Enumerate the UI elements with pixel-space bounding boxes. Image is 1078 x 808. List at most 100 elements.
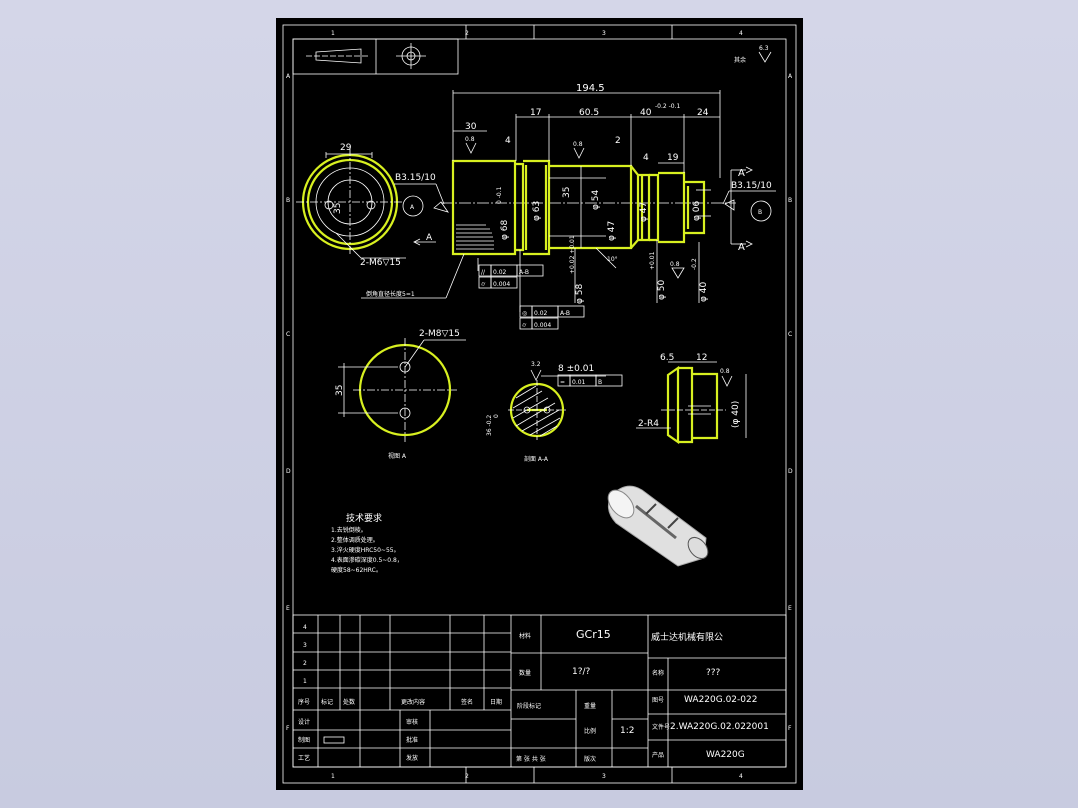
svg-text:0: 0 bbox=[493, 414, 500, 418]
tech-req-item: 1.去锐倒棱。 bbox=[331, 526, 367, 534]
tolerance-datum: B bbox=[598, 379, 602, 386]
tolerance-frame: ⌭0.004 bbox=[478, 276, 518, 289]
end-view-left: 29 35 2-M6▽15 bbox=[296, 143, 406, 268]
svg-text:19: 19 bbox=[667, 153, 679, 163]
svg-text:-0.2 -0.1: -0.2 -0.1 bbox=[655, 103, 681, 110]
view-a-label: 视图 A bbox=[388, 452, 407, 460]
zone-col-4: 4 bbox=[739, 30, 743, 37]
zone-row-f: F bbox=[286, 725, 290, 732]
surface-finish-label: 其余 bbox=[734, 56, 746, 64]
zone-row-a: A bbox=[286, 73, 291, 80]
svg-text:A: A bbox=[426, 233, 433, 243]
tech-req-item: 3.淬火硬度HRC50~55。 bbox=[331, 546, 400, 554]
dim-phi06: φ 06 bbox=[692, 200, 702, 221]
svg-text:+0.02 +0.01: +0.02 +0.01 bbox=[569, 235, 576, 274]
tech-req-item: 2.整体调质处理。 bbox=[331, 536, 379, 544]
file-number: 2.WA220G.02.022001 bbox=[670, 722, 769, 732]
zone-markers: 1 2 3 4 1 2 3 4 A B C D E F A B C D E F bbox=[286, 25, 793, 783]
tolerance-value: 0.004 bbox=[493, 281, 510, 288]
shaft-side-view: φ 68 0 -0.1 φ 63 35 φ 54 φ 47 φ 47 φ 06 … bbox=[413, 83, 753, 304]
svg-text:B3.15/10: B3.15/10 bbox=[395, 173, 436, 183]
quantity-label: 数量 bbox=[519, 669, 531, 677]
thread-note-b: 2-M8▽15 bbox=[419, 329, 460, 339]
svg-text:B: B bbox=[758, 209, 762, 216]
drawing-number: WA220G.02-022 bbox=[684, 695, 757, 705]
svg-text:C: C bbox=[788, 331, 792, 338]
svg-text:E: E bbox=[788, 605, 792, 612]
svg-text:审核: 审核 bbox=[406, 718, 418, 726]
svg-text:2: 2 bbox=[615, 136, 621, 146]
tolerance-symbol: ⌭ bbox=[522, 322, 527, 329]
tolerance-symbol: ◎ bbox=[522, 310, 527, 317]
svg-text:4: 4 bbox=[505, 136, 511, 146]
drawing-sheet: 1 2 3 4 1 2 3 4 A B C D E F A B C D E F … bbox=[276, 18, 803, 790]
dim-35: 35 bbox=[562, 187, 572, 198]
svg-text:批准: 批准 bbox=[406, 736, 418, 744]
dim-phi50: φ 50 bbox=[657, 279, 667, 300]
dim-phi47: φ 47 bbox=[607, 221, 617, 241]
tolerance-datum: A-B bbox=[560, 310, 570, 317]
product-code: WA220G bbox=[706, 750, 745, 760]
svg-text:2-R4: 2-R4 bbox=[638, 419, 659, 429]
svg-text:24: 24 bbox=[697, 108, 709, 118]
zone-row-d: D bbox=[286, 468, 291, 475]
material-value: GCr15 bbox=[576, 628, 611, 641]
center-hole-a: B3.15/10 A bbox=[394, 173, 449, 217]
svg-text:17: 17 bbox=[530, 108, 541, 118]
section-aa-label: 剖面 A-A bbox=[524, 455, 549, 463]
general-surface-finish: 6.3 其余 bbox=[734, 45, 772, 64]
svg-text:制图: 制图 bbox=[298, 736, 310, 744]
svg-text:更改内容: 更改内容 bbox=[401, 698, 425, 706]
tolerance-frame: = 0.01 B bbox=[557, 374, 623, 387]
svg-text:阶段标记: 阶段标记 bbox=[517, 702, 541, 710]
svg-text:标记: 标记 bbox=[321, 698, 333, 706]
tolerance-value: 0.01 bbox=[572, 379, 586, 386]
rev-row: 1 bbox=[303, 678, 307, 685]
svg-text:设计: 设计 bbox=[298, 718, 310, 726]
dim-phi68: φ 68 bbox=[500, 219, 510, 240]
svg-text:工艺: 工艺 bbox=[298, 754, 310, 762]
technical-requirements: 技术要求 1.去锐倒棱。 2.整体调质处理。 3.淬火硬度HRC50~55。 4… bbox=[331, 512, 403, 574]
tech-req-item: 硬度58~62HRC。 bbox=[331, 566, 382, 574]
svg-text:序号: 序号 bbox=[298, 698, 310, 706]
svg-text:4: 4 bbox=[739, 773, 743, 780]
svg-text:A: A bbox=[738, 242, 745, 253]
svg-text:35: 35 bbox=[333, 203, 343, 214]
svg-text:6.5: 6.5 bbox=[660, 353, 674, 363]
svg-text:6.3: 6.3 bbox=[759, 45, 769, 52]
thread-note-a: 2-M6▽15 bbox=[360, 258, 401, 268]
view-a: 35 2-M8▽15 视图 A bbox=[335, 329, 466, 460]
chamfer-note: 倒角直径长度5=1 bbox=[361, 253, 465, 299]
tolerance-value: 0.02 bbox=[534, 310, 548, 317]
material-label: 材料 bbox=[519, 632, 531, 640]
zone-row-b: B bbox=[286, 197, 290, 204]
tolerance-symbol: = bbox=[560, 379, 565, 386]
svg-text:3: 3 bbox=[602, 773, 606, 780]
zone-col-1: 1 bbox=[331, 30, 335, 37]
svg-text:60.5: 60.5 bbox=[579, 108, 599, 118]
svg-text:(φ 40): (φ 40) bbox=[731, 401, 741, 428]
svg-text:签名: 签名 bbox=[461, 698, 473, 706]
tolerance-symbol: // bbox=[481, 269, 486, 276]
scale-value: 1:2 bbox=[620, 726, 634, 736]
svg-text:日期: 日期 bbox=[490, 698, 502, 706]
svg-text:1: 1 bbox=[331, 773, 335, 780]
svg-text:图号: 图号 bbox=[652, 697, 664, 704]
svg-text:B: B bbox=[788, 197, 792, 204]
dim-phi54: φ 54 bbox=[591, 189, 601, 210]
dim-phi40: φ 40 bbox=[699, 281, 709, 302]
svg-text:重量: 重量 bbox=[584, 702, 596, 710]
tech-req-title: 技术要求 bbox=[346, 512, 382, 524]
svg-text:12: 12 bbox=[696, 353, 707, 363]
svg-text:30: 30 bbox=[465, 122, 477, 132]
outer-frame bbox=[282, 24, 797, 784]
svg-text:10°: 10° bbox=[607, 256, 618, 263]
svg-text:36 -0.2: 36 -0.2 bbox=[486, 415, 493, 436]
svg-text:产品: 产品 bbox=[652, 751, 664, 759]
drawing-canvas: 1 2 3 4 1 2 3 4 A B C D E F A B C D E F … bbox=[282, 24, 797, 784]
svg-text:第 张 共 张: 第 张 共 张 bbox=[516, 755, 546, 763]
detail-view: 6.5 12 0.8 (φ 40) 2-R4 bbox=[636, 353, 747, 445]
part-name: ??? bbox=[706, 668, 721, 678]
